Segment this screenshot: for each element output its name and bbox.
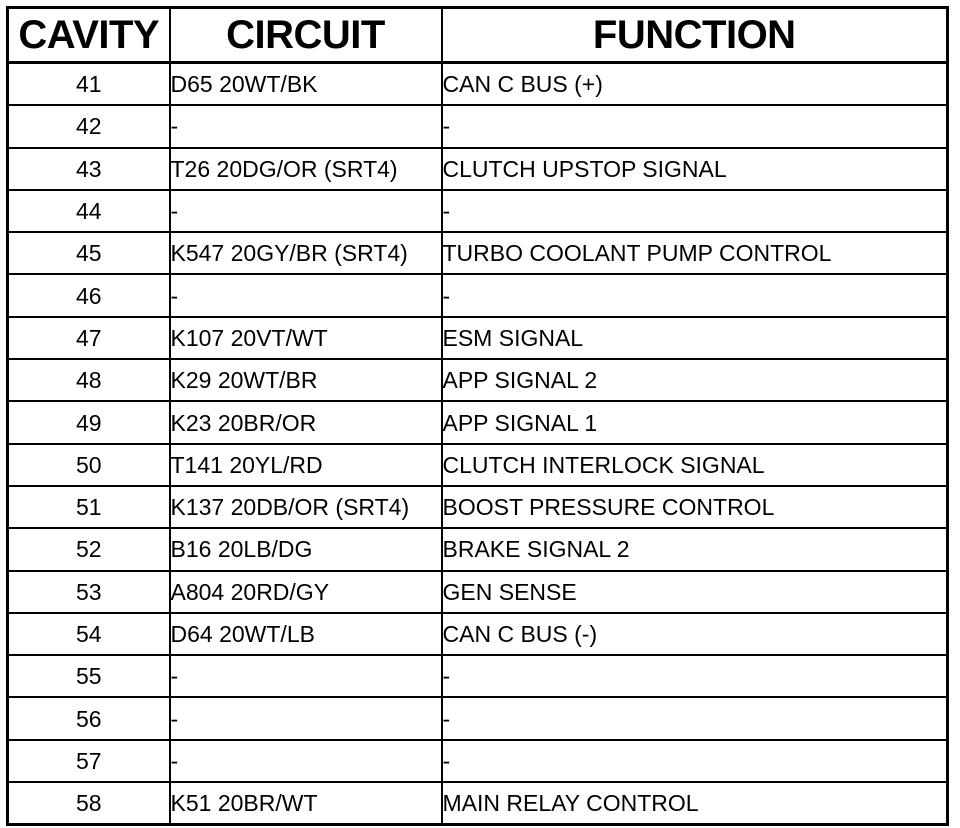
circuit-cell: -: [168, 188, 443, 234]
cavity-cell: 56: [6, 696, 171, 741]
circuit-cell: -: [168, 696, 443, 741]
header-circuit: CIRCUIT: [168, 6, 443, 64]
function-cell: ESM SIGNAL: [440, 315, 949, 361]
circuit-cell: K547 20GY/BR (SRT4): [168, 231, 443, 276]
table-row: 52 B16 20LB/DG BRAKE SIGNAL 2: [6, 527, 949, 572]
cavity-cell: 51: [6, 484, 171, 530]
circuit-cell: -: [168, 104, 443, 149]
table-row: 51 K137 20DB/OR (SRT4) BOOST PRESSURE CO…: [6, 484, 949, 530]
cavity-cell: 58: [6, 781, 171, 826]
cavity-cell: 50: [6, 442, 171, 487]
cavity-cell: 43: [6, 146, 171, 191]
pinout-table-header: CAVITY CIRCUIT FUNCTION: [6, 6, 949, 64]
pinout-table-body: 41 D65 20WT/BK CAN C BUS (+) 42 - - 43 T…: [6, 61, 949, 826]
cavity-cell: 49: [6, 400, 171, 445]
cavity-cell: 44: [6, 188, 171, 234]
circuit-cell: K107 20VT/WT: [168, 315, 443, 361]
circuit-cell: -: [168, 273, 443, 318]
table-row: 46 - -: [6, 273, 949, 318]
circuit-cell: D64 20WT/LB: [168, 611, 443, 657]
circuit-cell: T141 20YL/RD: [168, 442, 443, 487]
circuit-cell: -: [168, 738, 443, 784]
cavity-cell: 52: [6, 527, 171, 572]
circuit-cell: K137 20DB/OR (SRT4): [168, 484, 443, 530]
cavity-cell: 47: [6, 315, 171, 361]
header-row: CAVITY CIRCUIT FUNCTION: [6, 6, 949, 64]
function-cell: TURBO COOLANT PUMP CONTROL: [440, 231, 949, 276]
circuit-cell: -: [168, 654, 443, 699]
function-cell: BRAKE SIGNAL 2: [440, 527, 949, 572]
cavity-cell: 41: [6, 61, 171, 107]
function-cell: -: [440, 188, 949, 234]
table-row: 42 - -: [6, 104, 949, 149]
circuit-cell: A804 20RD/GY: [168, 569, 443, 614]
connector-pinout-sheet: CAVITY CIRCUIT FUNCTION 41 D65 20WT/BK C…: [6, 6, 949, 827]
table-row: 57 - -: [6, 738, 949, 784]
function-cell: -: [440, 273, 949, 318]
function-cell: CLUTCH UPSTOP SIGNAL: [440, 146, 949, 191]
cavity-cell: 55: [6, 654, 171, 699]
cavity-cell: 45: [6, 231, 171, 276]
circuit-cell: K51 20BR/WT: [168, 781, 443, 826]
function-cell: -: [440, 104, 949, 149]
cavity-cell: 54: [6, 611, 171, 657]
function-cell: GEN SENSE: [440, 569, 949, 614]
cavity-cell: 48: [6, 358, 171, 403]
table-row: 41 D65 20WT/BK CAN C BUS (+): [6, 61, 949, 107]
table-row: 49 K23 20BR/OR APP SIGNAL 1: [6, 400, 949, 445]
circuit-cell: T26 20DG/OR (SRT4): [168, 146, 443, 191]
circuit-cell: D65 20WT/BK: [168, 61, 443, 107]
function-cell: CAN C BUS (+): [440, 61, 949, 107]
cavity-cell: 53: [6, 569, 171, 614]
pinout-table: CAVITY CIRCUIT FUNCTION 41 D65 20WT/BK C…: [6, 6, 949, 827]
table-row: 50 T141 20YL/RD CLUTCH INTERLOCK SIGNAL: [6, 442, 949, 487]
function-cell: APP SIGNAL 2: [440, 358, 949, 403]
table-row: 55 - -: [6, 654, 949, 699]
circuit-cell: B16 20LB/DG: [168, 527, 443, 572]
table-row: 53 A804 20RD/GY GEN SENSE: [6, 569, 949, 614]
function-cell: APP SIGNAL 1: [440, 400, 949, 445]
function-cell: -: [440, 696, 949, 741]
cavity-cell: 46: [6, 273, 171, 318]
table-row: 58 K51 20BR/WT MAIN RELAY CONTROL: [6, 781, 949, 826]
table-row: 54 D64 20WT/LB CAN C BUS (-): [6, 611, 949, 657]
cavity-cell: 57: [6, 738, 171, 784]
table-row: 47 K107 20VT/WT ESM SIGNAL: [6, 315, 949, 361]
circuit-cell: K29 20WT/BR: [168, 358, 443, 403]
table-row: 48 K29 20WT/BR APP SIGNAL 2: [6, 358, 949, 403]
cavity-cell: 42: [6, 104, 171, 149]
circuit-cell: K23 20BR/OR: [168, 400, 443, 445]
header-cavity: CAVITY: [6, 6, 171, 64]
function-cell: -: [440, 654, 949, 699]
table-row: 43 T26 20DG/OR (SRT4) CLUTCH UPSTOP SIGN…: [6, 146, 949, 191]
table-row: 56 - -: [6, 696, 949, 741]
function-cell: CAN C BUS (-): [440, 611, 949, 657]
table-row: 45 K547 20GY/BR (SRT4) TURBO COOLANT PUM…: [6, 231, 949, 276]
table-row: 44 - -: [6, 188, 949, 234]
function-cell: BOOST PRESSURE CONTROL: [440, 484, 949, 530]
function-cell: MAIN RELAY CONTROL: [440, 781, 949, 826]
header-function: FUNCTION: [440, 6, 949, 64]
function-cell: -: [440, 738, 949, 784]
function-cell: CLUTCH INTERLOCK SIGNAL: [440, 442, 949, 487]
